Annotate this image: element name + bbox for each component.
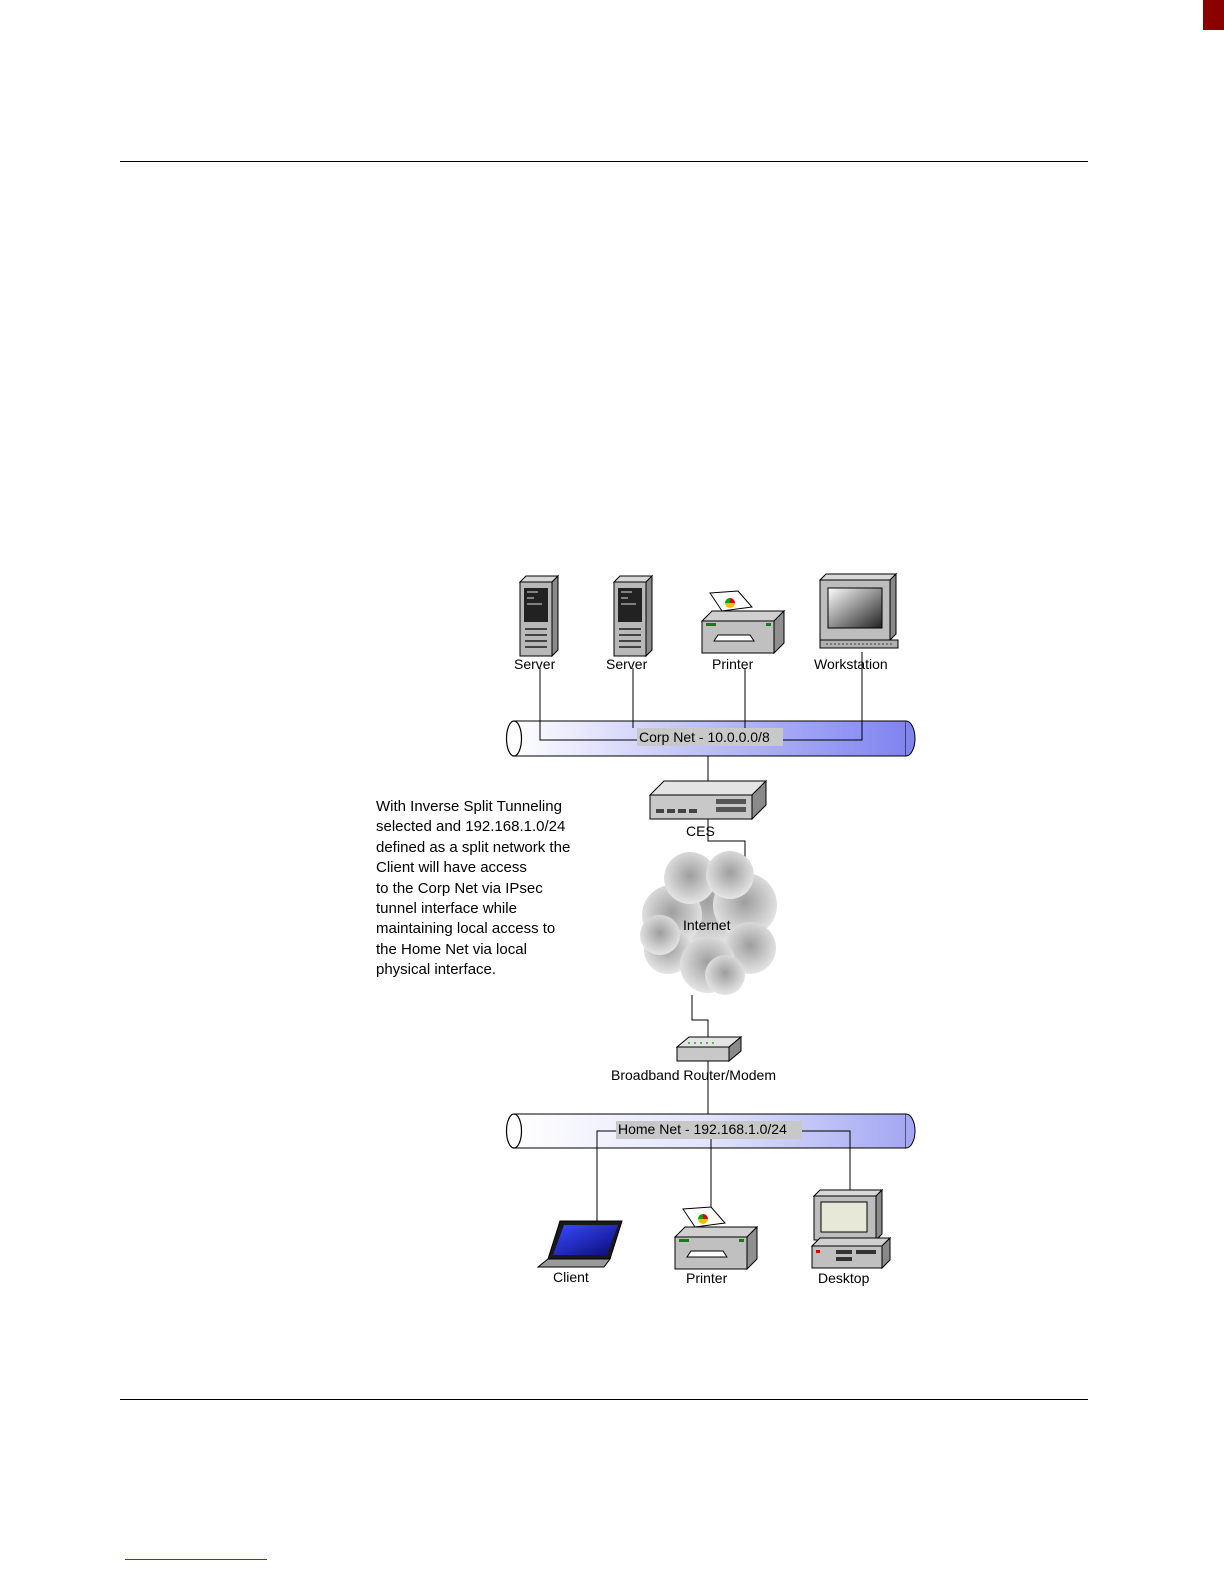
client-label: Client [553,1269,589,1285]
server-2-label: Server [606,656,648,672]
printer-corp-label: Printer [712,656,754,672]
footer-rule [120,1399,1088,1400]
ces-gateway-icon [648,779,768,821]
workstation-icon [818,572,899,649]
home-links [596,1130,851,1222]
internet-router-link [691,995,709,1037]
corp-net-segment: Corp Net - 10.0.0.0/8 [505,720,916,757]
home-net-label-box [616,1121,802,1139]
desktop-label: Desktop [818,1270,870,1286]
corp-net-label-box [637,728,783,746]
header-rule [120,161,1088,162]
corp-net-label: Corp Net - 10.0.0.0/8 [639,729,770,745]
footer-link-underline [125,1559,267,1560]
router-modem-icon [675,1035,743,1063]
split-tunneling-note: With Inverse Split Tunneling selected an… [376,798,571,979]
home-net-label: Home Net - 192.168.1.0/24 [618,1121,787,1137]
server-1-label: Server [514,656,556,672]
ces-label: CES [686,823,715,839]
printer-home-label: Printer [686,1270,728,1286]
internet-cloud-icon [640,851,777,995]
laptop-icon [536,1220,623,1268]
desktop-icon [810,1188,892,1270]
corp-links [539,652,863,781]
printer-icon [673,1206,759,1271]
printer-icon [700,590,786,655]
internet-label: Internet [683,917,731,933]
workstation-label: Workstation [814,656,888,672]
server-icon [518,574,560,658]
ces-internet-link [707,819,746,858]
router-label: Broadband Router/Modem [611,1067,776,1083]
server-icon [612,574,654,658]
page-edge-tab [1203,0,1224,30]
